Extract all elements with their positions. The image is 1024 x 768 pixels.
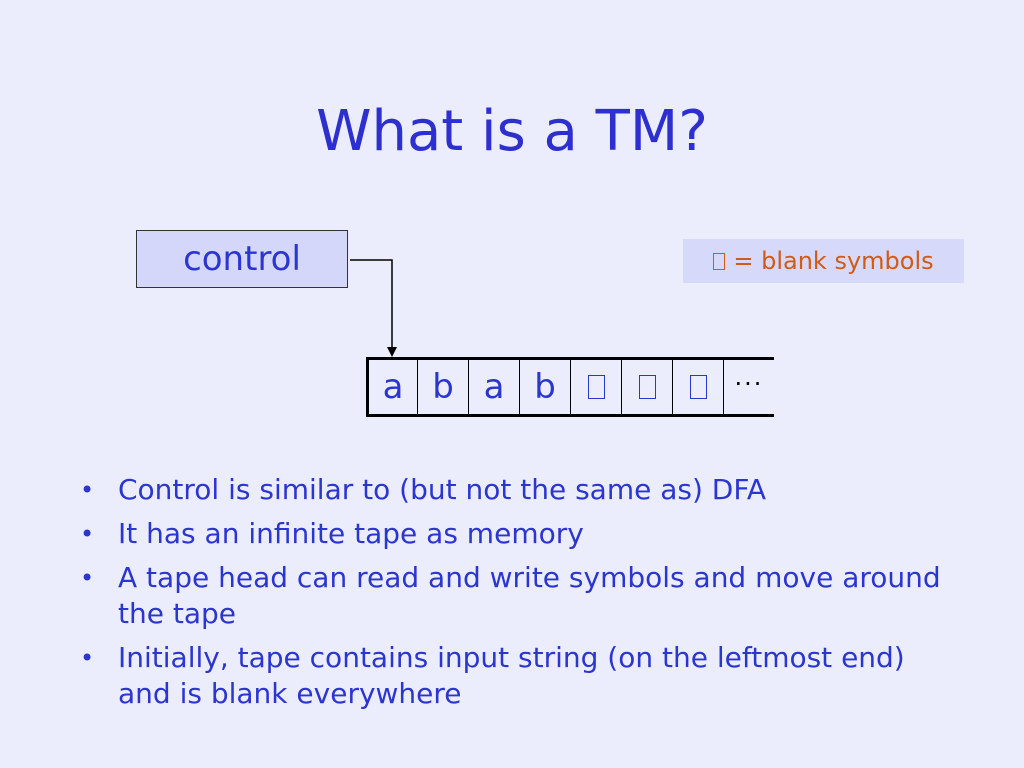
- bullet-text: It has an infinite tape as memory: [118, 517, 584, 550]
- tape-symbol: a: [483, 367, 505, 407]
- blank-symbol-icon: [587, 375, 605, 399]
- tape-head-arrowhead: [387, 347, 397, 357]
- legend-text: = blank symbols: [733, 247, 934, 275]
- tape-cell-blank: [672, 360, 723, 414]
- tape-symbol: b: [534, 367, 556, 407]
- tape-cell: b: [519, 360, 570, 414]
- tape-cell-blank: [570, 360, 621, 414]
- bullet-marker: •: [80, 644, 95, 672]
- bullet-item: • A tape head can read and write symbols …: [80, 560, 960, 632]
- control-box: control: [136, 230, 348, 288]
- blank-symbol-legend: = blank symbols: [683, 239, 964, 283]
- blank-symbol-icon: [713, 252, 726, 270]
- blank-symbol-icon: [689, 375, 707, 399]
- blank-symbol-icon: [638, 375, 656, 399]
- tape-symbol: a: [382, 367, 404, 407]
- bullet-item: • Initially, tape contains input string (…: [80, 640, 960, 712]
- bullet-marker: •: [80, 520, 95, 548]
- bullet-item: • Control is similar to (but not the same…: [80, 472, 960, 508]
- control-label: control: [183, 239, 301, 279]
- bullet-text: Initially, tape contains input string (o…: [118, 641, 905, 710]
- bullet-marker: •: [80, 476, 95, 504]
- bullet-list: • Control is similar to (but not the same…: [80, 472, 960, 720]
- tape-cell-blank: [621, 360, 672, 414]
- slide-title: What is a TM?: [316, 99, 708, 164]
- tape-cell: a: [366, 360, 417, 414]
- bullet-item: • It has an infinite tape as memory: [80, 516, 960, 552]
- tape-cell: a: [468, 360, 519, 414]
- bullet-text: A tape head can read and write symbols a…: [118, 561, 941, 630]
- tape-continuation: ···: [723, 360, 774, 414]
- tape-symbol: b: [432, 367, 454, 407]
- tape-head-line: [350, 259, 393, 350]
- bullet-text: Control is similar to (but not the same …: [118, 473, 767, 506]
- bullet-marker: •: [80, 564, 95, 592]
- tape-cell: b: [417, 360, 468, 414]
